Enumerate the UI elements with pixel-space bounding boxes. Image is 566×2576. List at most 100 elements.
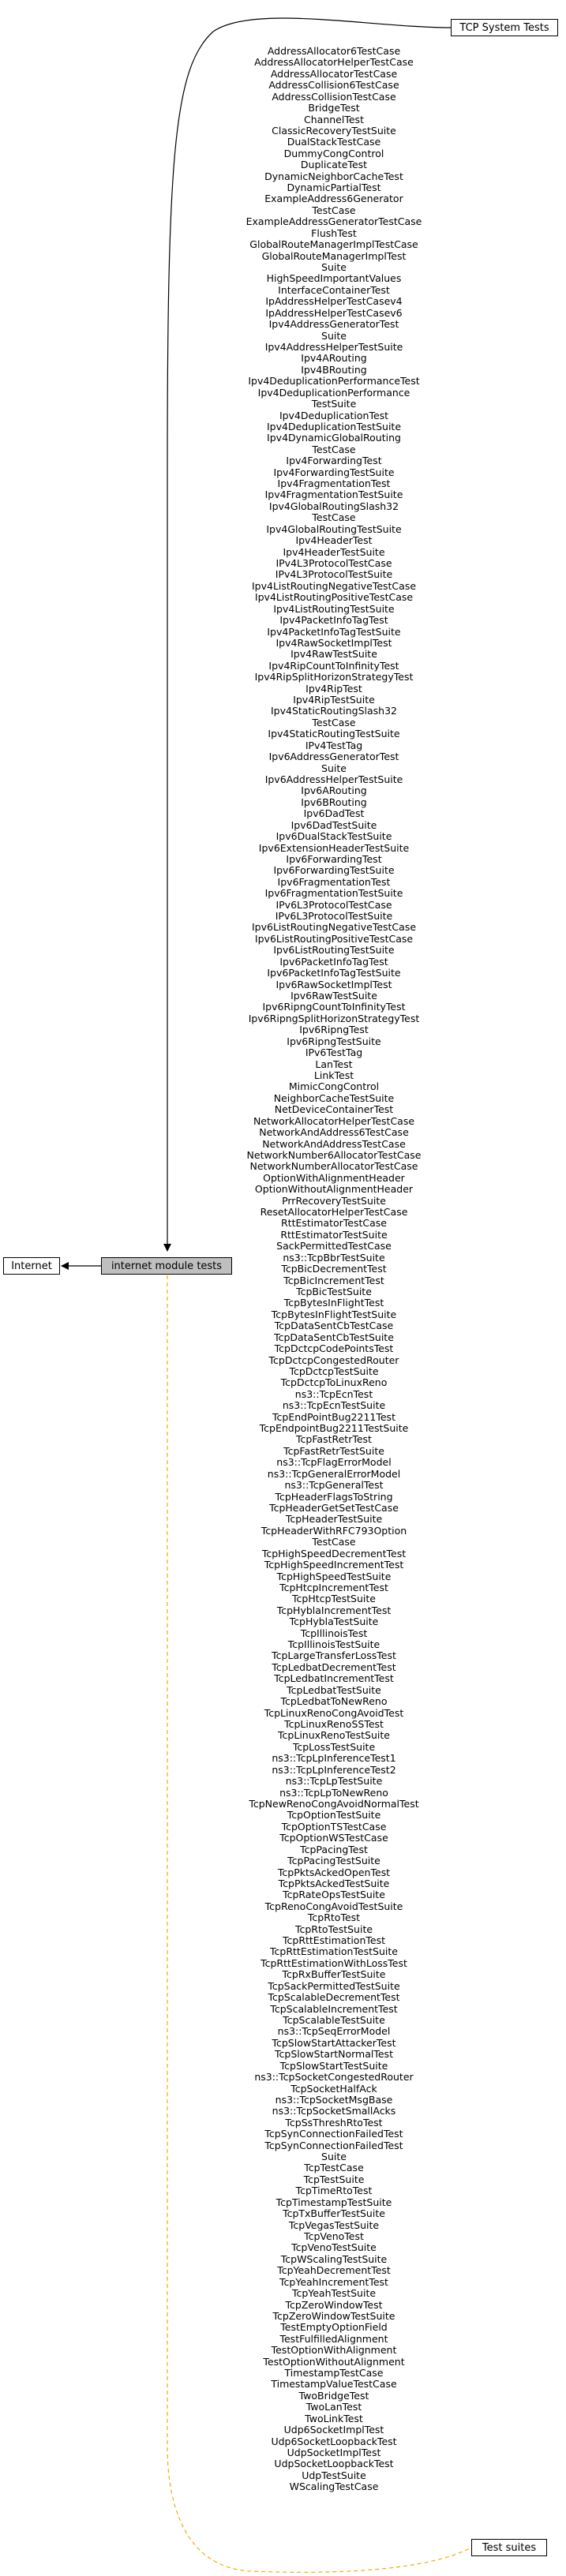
edge-label-line: Ipv4ForwardingTestSuite (273, 466, 395, 478)
node-test-suites[interactable]: Test suites (471, 2539, 547, 2556)
edge-label-line: Ipv4FragmentationTest (277, 477, 391, 490)
edge-label-line: TcpIllinoisTest (300, 1627, 368, 1639)
edge-label-line: TcpLedbatIncrementTest (274, 1672, 394, 1685)
edge-label-line: Ipv4DeduplicationPerformanceTest (248, 375, 420, 388)
edge-label-line: IPv6L3ProtocolTestSuite (275, 910, 393, 923)
edge-label-line: DuplicateTest (300, 159, 368, 171)
edge-label-line: TimestampValueTestCase (271, 2378, 397, 2391)
edge-label-line: ExampleAddress6Generator (264, 193, 403, 205)
edge-label-line: DynamicPartialTest (287, 182, 381, 194)
edge-label-line: Ipv4FragmentationTestSuite (264, 489, 403, 501)
edge-label-line: UdpSocketImplTest (287, 2447, 381, 2459)
node-internet[interactable]: Internet (3, 1257, 60, 1275)
edge-label-line: TcpWScalingTestSuite (280, 2252, 388, 2265)
edge-label-line: TcpSsThreshRtoTest (285, 2116, 383, 2129)
edge-label-line: Ipv6ListRoutingTestSuite (273, 944, 395, 957)
edge-label-line: FlushTest (311, 227, 357, 239)
edge-label-line: Ipv4DeduplicationTest (279, 409, 389, 421)
edge-label-line: TcpSackPermittedTestSuite (268, 1979, 400, 1992)
edge-label-line: IPv6L3ProtocolTestCase (276, 898, 392, 911)
edge-label-line: Ipv6RipngCountToInfinityTest (262, 1001, 406, 1013)
edge-label-line: Ipv4ListRoutingNegativeTestCase (251, 579, 417, 592)
edge-label-line: TestCase (312, 204, 356, 216)
edge-label-line: TestCase (312, 511, 356, 524)
edge-label-line: Ipv4StaticRoutingTestSuite (268, 728, 400, 740)
edge-label-line: ns3::TcpSocketSmallAcks (272, 2105, 396, 2117)
edge-label-line: Ipv6PacketInfoTagTestSuite (267, 967, 401, 979)
edge-label-line: TcpDctcpCodePointsTest (274, 1342, 394, 1355)
edge-label-line: Udp6SocketImplTest (283, 2424, 384, 2436)
edge-label-line: Ipv6ListRoutingNegativeTestCase (251, 921, 417, 934)
edge-label-line: Ipv4DeduplicationPerformance (257, 386, 410, 399)
edge-label-line: Ipv4AddressGeneratorTest (268, 318, 399, 331)
edge-label-line: Ipv4DeduplicationTestSuite (266, 420, 402, 432)
edge-label-line: Ipv4RipTestSuite (293, 694, 375, 706)
edge-label-line: TcpYeahTestSuite (291, 2287, 377, 2300)
edge-label-line: TimestampTestCase (284, 2367, 384, 2379)
edge-label-line: Ipv4PacketInfoTagTest (279, 614, 388, 627)
edge-label-line: TwoLinkTest (305, 2412, 363, 2424)
edge-label-line: NetworkNumberAllocatorTestCase (249, 1160, 418, 1173)
edge-label-line: Udp6SocketLoopbackTest (271, 2435, 397, 2447)
edge-label-line: TcpHighSpeedTestSuite (276, 1570, 392, 1582)
edge-label-line: TcpBytesInFlightTest (283, 1297, 384, 1309)
node-tcp-system-tests[interactable]: TCP System Tests (451, 19, 558, 36)
edge-label-line: Ipv4RipSplitHorizonStrategyTest (254, 671, 414, 683)
edge-label-line: TcpHeaderGetSetTestCase (269, 1502, 399, 1514)
edge-label-line: TcpLedbatTestSuite (287, 1683, 381, 1696)
edge-label-line: IpAddressHelperTestCasev4 (265, 295, 403, 308)
edge-label-line: Ipv6ExtensionHeaderTestSuite (258, 841, 410, 854)
edge-label-line: BridgeTest (308, 102, 360, 114)
edge-label-line: AddressCollision6TestCase (268, 79, 399, 92)
edge-label-line: TcpOptionWSTestCase (279, 1832, 388, 1844)
edge-label-line: ns3::TcpFlagErrorModel (276, 1456, 392, 1469)
edge-label-line: NetworkAllocatorHelperTestCase (253, 1114, 415, 1127)
edge-label-line: ns3::TcpGeneralTest (284, 1479, 384, 1492)
edge-label-line: TcpHyblaIncrementTest (276, 1604, 392, 1616)
edge-label-line: Ipv6BRouting (301, 796, 367, 808)
edge-label-line: TcpZeroWindowTestSuite (272, 2309, 395, 2322)
edge-label-line: Ipv6RipngTest (299, 1024, 369, 1036)
edge-label-line: Suite (321, 329, 347, 342)
edge-label-line: ns3::TcpGeneralErrorModel (267, 1467, 401, 1480)
edge-label-line: ns3::TcpEcnTest (294, 1387, 373, 1400)
edge-label-line: TcpEndPointBug2211Test (272, 1410, 395, 1423)
edge-label-line: TcpHighSpeedIncrementTest (264, 1559, 404, 1571)
edge-label-line: Ipv6ForwardingTest (286, 852, 382, 865)
edge-label-line: TcpZeroWindowTest (285, 2298, 383, 2311)
edge-label-line: TcpSlowStartTestSuite (279, 2059, 388, 2072)
edge-label-line: TestEmptyOptionField (280, 2321, 388, 2334)
edge-label-line: IPv4L3ProtocolTestSuite (275, 568, 393, 581)
edge-label-line: TcpHeaderWithRFC793Option (261, 1524, 407, 1537)
edge-label-line: HighSpeedImportantValues (266, 272, 402, 285)
edge-label-line: DynamicNeighborCacheTest (264, 170, 403, 182)
edge-label-line: TcpIllinoisTestSuite (287, 1638, 380, 1651)
edge-label-line: TwoLanTest (305, 2401, 362, 2413)
edge-label-line: NetworkAndAddress6TestCase (259, 1126, 409, 1139)
edge-label-line: TwoBridgeTest (298, 2389, 369, 2402)
edge-label-line: Ipv4ListRoutingTestSuite (273, 602, 395, 615)
edge-label-line: ResetAllocatorHelperTestCase (260, 1206, 408, 1219)
edge-label-line: TcpDctcpToLinuxReno (280, 1376, 388, 1389)
edge-label-line: Ipv4RipTest (305, 682, 362, 695)
edge-label-line: TcpBytesInFlightTestSuite (271, 1308, 397, 1320)
edge-label-line: PrrRecoveryTestSuite (282, 1194, 386, 1207)
edge-label-line: Ipv6RawTestSuite (290, 990, 377, 1002)
edge-label-line: RttEstimatorTestCase (280, 1217, 387, 1230)
edge-label-line: TcpHeaderTestSuite (285, 1513, 383, 1526)
edge-label-line: DummyCongControl (283, 147, 384, 159)
edge-label-line: Ipv6ListRoutingPositiveTestCase (254, 932, 414, 945)
edge-label-line: RttEstimatorTestSuite (280, 1228, 388, 1241)
edge-label-line: TcpLargeTransferLossTest (272, 1649, 396, 1662)
edge-label-line: TcpRateOpsTestSuite (283, 1889, 385, 1901)
edge-label-line: TcpSynConnectionFailedTest (264, 2139, 403, 2151)
edge-label-line: TcpDctcpTestSuite (289, 1365, 379, 1377)
edge-label-line: Suite (321, 2151, 347, 2163)
edge-label-line: TcpTimeRtoTest (295, 2185, 373, 2197)
edge-label-line: Ipv6RipngSplitHorizonStrategyTest (248, 1012, 420, 1024)
edge-label-line: TcpSynConnectionFailedTest (264, 2128, 403, 2140)
edge-label-line: Ipv6AddressGeneratorTest (268, 751, 399, 763)
edge-label-line: TcpYeahIncrementTest (279, 2275, 388, 2288)
edge-label-line: Ipv4DynamicGlobalRouting (267, 432, 401, 444)
